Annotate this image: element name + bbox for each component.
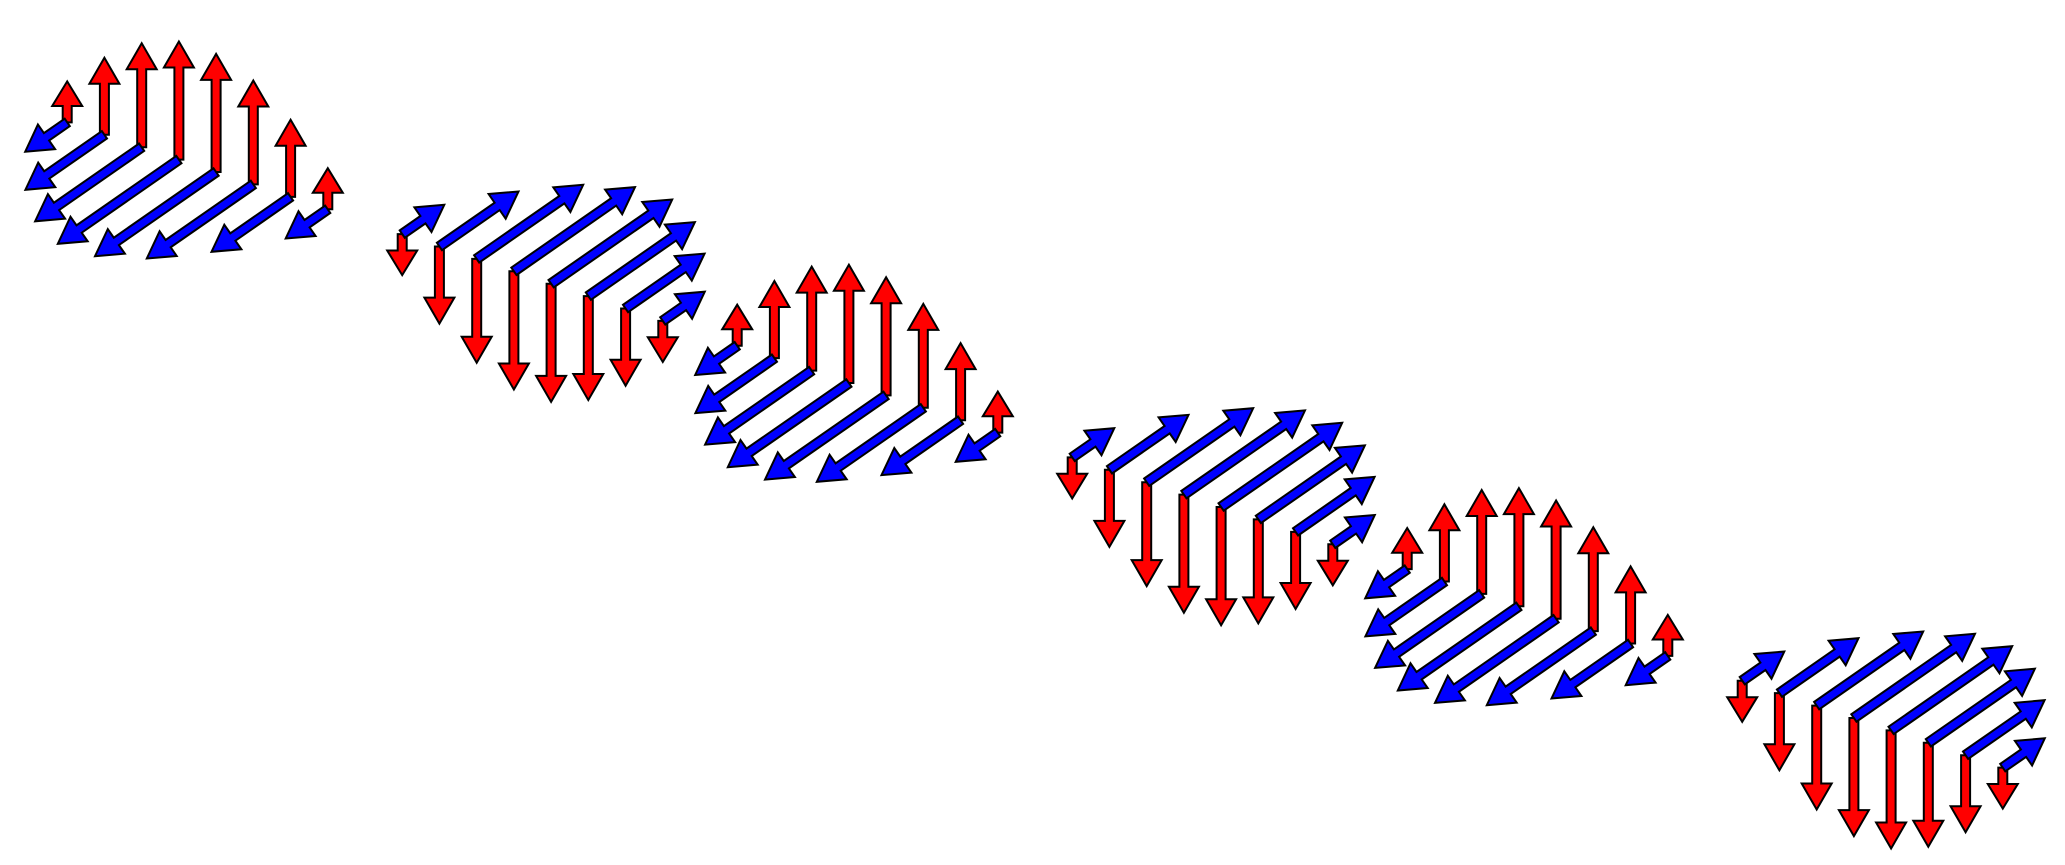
electric-field-arrow [238,81,268,185]
electric-field-arrow [462,259,492,363]
magnetic-field-arrow [1740,652,1785,685]
electric-field-arrow [834,265,864,383]
magnetic-field-arrow [2000,738,2045,771]
electric-field-arrow [127,43,157,147]
electric-field-arrow [536,284,566,402]
electric-field-arrow [276,120,306,197]
electric-field-arrow [164,42,194,160]
electric-field-arrow [908,304,938,408]
electric-field-arrow [1951,755,1981,832]
electric-field-arrow [424,247,454,324]
magnetic-field-arrow [1070,428,1115,461]
electric-field-arrow [1318,544,1348,585]
electric-field-arrow [1653,615,1683,656]
electric-field-arrow [1467,490,1497,594]
electric-field-arrow [1541,501,1571,619]
magnetic-field-arrow [660,292,705,325]
magnetic-field-arrow [956,429,1001,462]
electric-field-arrow [52,81,82,122]
electric-field-arrow [1281,532,1311,609]
electric-field-arrow [1913,743,1943,847]
electric-field-arrow [1616,566,1646,643]
electric-field-arrow [1429,504,1459,581]
electric-field-arrow [648,321,678,362]
electric-field-arrow [946,343,976,420]
magnetic-field-arrow [695,342,740,375]
electric-field-arrow [722,305,752,346]
electric-field-arrow [1243,519,1273,623]
electric-field-arrow [1132,482,1162,586]
magnetic-field-arrow [1330,515,1375,548]
magnetic-field-arrow [1365,565,1410,598]
electric-field-arrow [797,267,827,371]
electric-field-arrow [1094,470,1124,547]
electric-field-arrow [1876,730,1906,848]
electric-field-arrow [89,58,119,135]
arrows-layer [25,42,2045,849]
electric-field-arrow [573,296,603,400]
electric-field-arrow [1988,768,2018,809]
electric-field-arrow [611,309,641,386]
electric-field-arrow [759,281,789,358]
electric-field-arrow [1504,488,1534,606]
electric-field-arrow [1839,718,1869,836]
electric-field-arrow [387,234,417,275]
electric-field-arrow [1206,507,1236,625]
magnetic-field-arrow [1626,652,1671,685]
electric-field-arrow [1169,495,1199,613]
electric-field-arrow [871,277,901,395]
electric-field-arrow [1764,693,1794,770]
electric-field-arrow [313,168,343,209]
magnetic-field-arrow [400,205,445,238]
electric-field-arrow [201,54,231,172]
electric-field-arrow [983,392,1013,433]
electric-field-arrow [1392,528,1422,569]
electric-field-arrow [1578,527,1608,631]
electric-field-arrow [1727,681,1757,722]
electric-field-arrow [499,271,529,389]
electric-field-arrow [1802,706,1832,810]
electric-field-arrow [1057,457,1087,498]
magnetic-field-arrow [25,119,70,152]
magnetic-field-arrow [286,206,331,239]
